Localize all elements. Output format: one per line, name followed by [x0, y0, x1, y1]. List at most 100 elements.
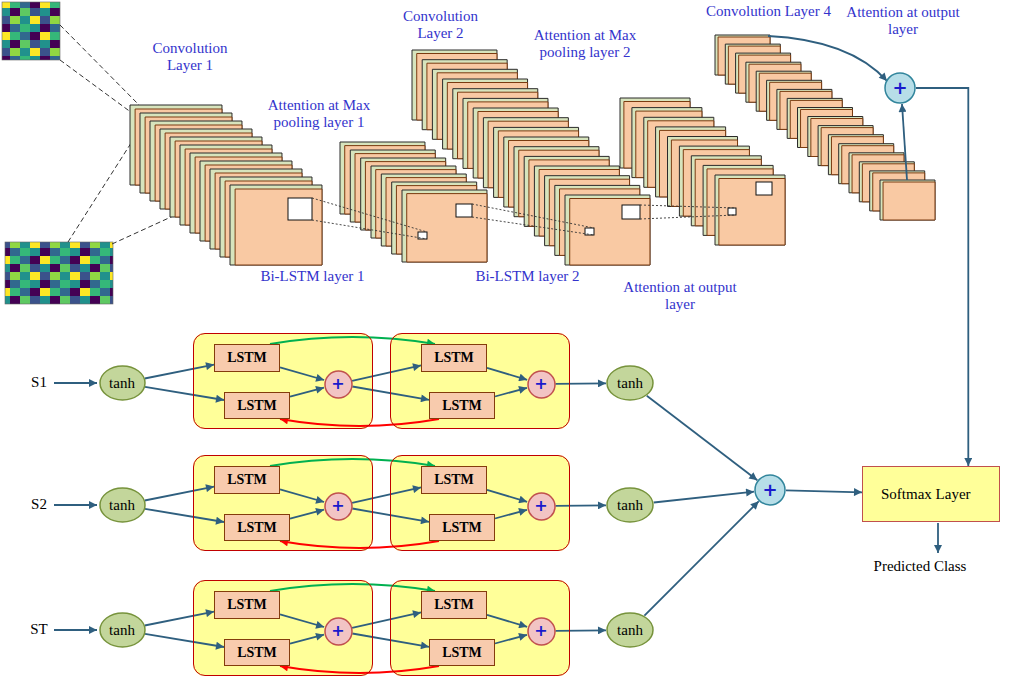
tanh-ellipse: tanh: [99, 365, 146, 401]
tanh-ellipse: tanh: [99, 612, 146, 648]
feature-map-stack-1: [230, 185, 322, 265]
label-text: Bi-LSTM layer 1: [260, 268, 364, 284]
sum-circle: +: [754, 474, 786, 506]
label-text: Attention at Max pooling layer 1: [268, 97, 370, 130]
lstm-box: LSTM: [214, 466, 280, 494]
connector: [916, 88, 968, 466]
input-heatmap: [2, 2, 113, 304]
attention-arrow: [768, 36, 907, 180]
feature-map-stack-2: [402, 190, 487, 262]
connector: [495, 510, 527, 519]
connector: [145, 509, 224, 522]
attention-window: [288, 198, 312, 220]
bilstm-block: LSTM LSTM +: [390, 333, 570, 429]
lstm-box: LSTM: [429, 392, 495, 419]
node-text: tanh: [617, 497, 643, 514]
feature-map-stack-4: [620, 98, 785, 245]
node-text: tanh: [109, 375, 135, 392]
connector: [352, 487, 421, 502]
layer-label: ST: [24, 621, 54, 638]
dashed-projection: [60, 25, 140, 106]
node-text: Softmax Layer: [881, 486, 971, 503]
attention-projection: [312, 198, 427, 232]
connector: [290, 388, 324, 397]
connector: [654, 492, 754, 503]
label-text: Bi-LSTM layer 2: [475, 268, 579, 284]
node-outline-shape: [325, 493, 352, 520]
node-outline-shape: [607, 613, 653, 647]
bilstm-block-fill: [390, 333, 570, 429]
node-text: LSTM: [227, 350, 267, 366]
input-arrow: [54, 629, 97, 631]
node-outline-shape: [325, 618, 352, 645]
node-text: LSTM: [237, 520, 277, 536]
connector: [487, 615, 527, 627]
node-outline-shape: [528, 371, 555, 398]
input-arrow: [54, 504, 97, 506]
node-text: tanh: [109, 622, 135, 639]
sum-circle: +: [324, 617, 353, 646]
lstm-box: LSTM: [224, 639, 290, 666]
sum-circle: +: [527, 492, 556, 521]
node-text: tanh: [617, 375, 643, 392]
label-text: Convolution Layer 1: [152, 40, 227, 73]
lstm-box: LSTM: [421, 344, 487, 372]
attention-projection: [472, 217, 594, 235]
lstm-box: LSTM: [429, 514, 495, 541]
connector: [280, 541, 439, 548]
node-text: tanh: [109, 497, 135, 514]
sum-circle: +: [527, 370, 556, 399]
connector: [487, 368, 527, 380]
label-text: Attention at Max pooling layer 2: [534, 27, 636, 60]
node-text: LSTM: [442, 520, 482, 536]
bilstm-block: LSTMLSTM+: [193, 333, 373, 429]
connector: [495, 388, 527, 397]
node-outline-shape: [100, 613, 145, 647]
node-text: LSTM: [237, 645, 277, 661]
node-outline-shape: [755, 475, 785, 505]
input-heatmap: [5, 242, 113, 304]
connector: [786, 490, 862, 492]
layer-label: Bi-LSTM layer 2: [465, 268, 590, 285]
connector: [290, 510, 324, 519]
connector: [647, 396, 758, 481]
node-text: +: [534, 498, 547, 514]
attention-projection: [472, 204, 594, 228]
attention-window: [456, 204, 472, 217]
layer-label: Attention at Max pooling layer 1: [262, 97, 376, 131]
bilstm-block-fill: [390, 580, 570, 676]
node-text: +: [892, 79, 907, 97]
tanh-ellipse: tanh: [606, 612, 654, 648]
sum-circle: +: [884, 72, 916, 104]
sum-circle: +: [324, 492, 353, 521]
tanh-ellipse: tanh: [606, 487, 654, 523]
feature-map-stack-2: [340, 142, 487, 262]
node-text: LSTM: [237, 398, 277, 414]
label-text: Predicted Class: [874, 558, 967, 574]
connector: [280, 666, 439, 673]
node-text: +: [534, 623, 547, 639]
connector: [290, 635, 324, 644]
input-arrow: [937, 523, 939, 553]
softmax-box: Softmax Layer: [862, 466, 1000, 522]
connector: [270, 459, 435, 466]
label-text: ST: [30, 621, 48, 637]
connector: [556, 382, 607, 384]
node-outline-shape: [325, 371, 352, 398]
label-text: Attention at output layer: [623, 279, 736, 312]
node-text: LSTM: [227, 597, 267, 613]
tanh-ellipse: tanh: [606, 365, 654, 401]
feature-map-stack-5: [880, 180, 935, 220]
connector: [495, 635, 527, 644]
bilstm-block-fill: [193, 580, 373, 676]
attention-arrow: [902, 104, 907, 180]
attention-window: [622, 205, 640, 219]
connector: [270, 584, 435, 591]
bilstm-block: LSTM LSTM +: [193, 455, 373, 551]
input-arrow: [54, 383, 938, 630]
bilstm-block: LSTM LSTM +: [193, 580, 373, 676]
node-outline-shape: [885, 73, 915, 103]
layer-label: Convolution Layer 4: [706, 3, 836, 20]
lstm-box: LSTM: [214, 591, 280, 619]
